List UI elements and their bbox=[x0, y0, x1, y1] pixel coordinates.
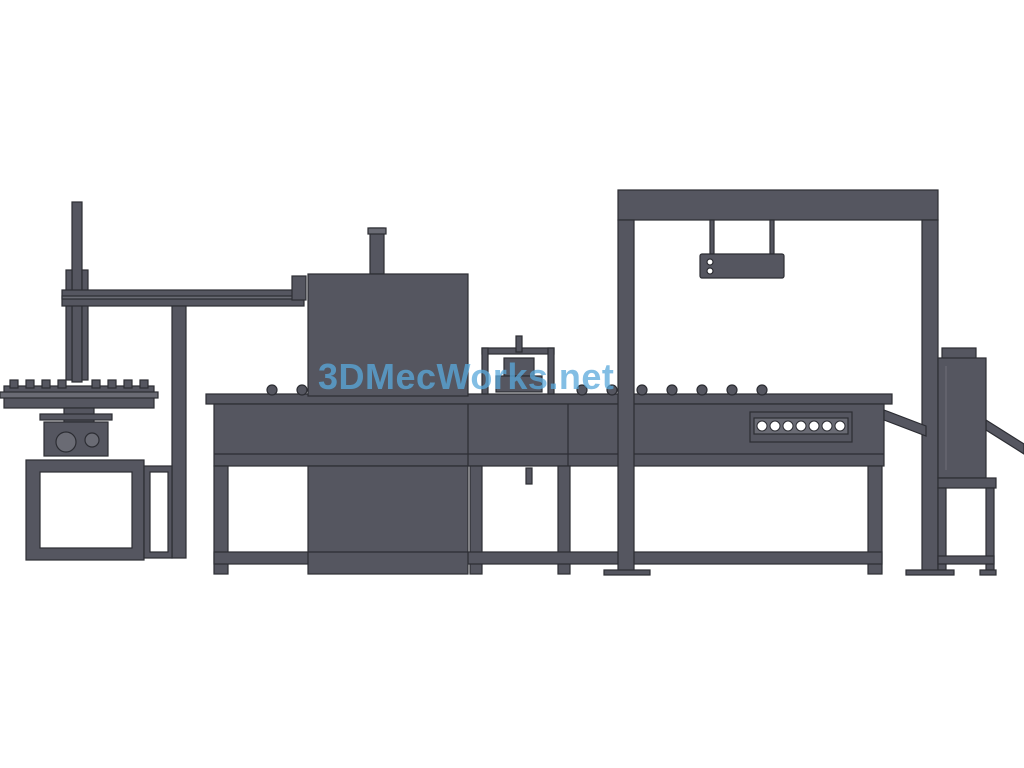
rotary-disk-fixtures bbox=[9, 379, 149, 389]
press-head bbox=[503, 357, 535, 377]
exhaust-stack bbox=[369, 227, 385, 275]
gantry-top-beam bbox=[617, 189, 939, 221]
bench-leg bbox=[867, 465, 883, 575]
gantry-left-post bbox=[617, 219, 635, 573]
gantry-right-post bbox=[921, 219, 939, 573]
outfeed-chute-right bbox=[985, 418, 1024, 455]
arm-support-column bbox=[171, 305, 187, 559]
bench-leg bbox=[557, 465, 571, 575]
bench-leg bbox=[213, 465, 229, 575]
oven-upper-box bbox=[307, 273, 469, 397]
outfeed-chute-left bbox=[883, 409, 927, 437]
outfeed-unit bbox=[883, 347, 1024, 576]
overhead-gantry bbox=[603, 189, 939, 576]
hanging-control-box bbox=[699, 253, 785, 279]
press-station bbox=[481, 335, 555, 485]
gauge-dials bbox=[756, 420, 846, 432]
oven-enclosure bbox=[307, 227, 469, 575]
machine-assembly bbox=[0, 189, 1024, 576]
bench-leg bbox=[469, 465, 483, 575]
outfeed-cabinet bbox=[937, 357, 987, 479]
oven-lower-box bbox=[307, 465, 469, 575]
rotary-table-station bbox=[0, 201, 307, 561]
